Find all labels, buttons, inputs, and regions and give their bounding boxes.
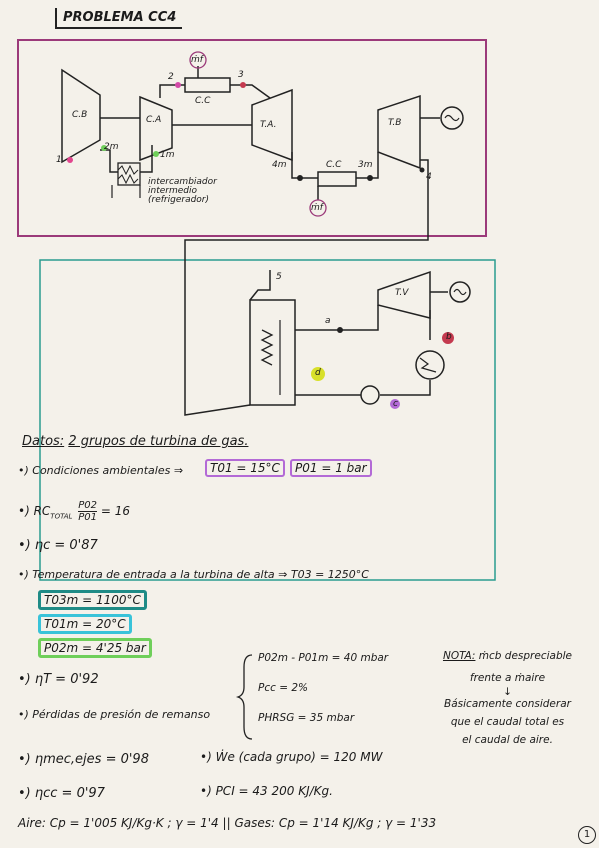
label-fuel-top: ṁf	[191, 55, 203, 65]
rc-line: •) RCTOTAL P02 P01 = 16	[18, 500, 130, 523]
t03-line: •) Temperatura de entrada a la turbina d…	[18, 568, 369, 581]
page-number: 1	[578, 826, 596, 844]
datos-header: Datos: 2 grupos de turbina de gas.	[22, 434, 249, 449]
nc-line: •) ηc = 0'87	[18, 538, 98, 553]
condenser-icon	[415, 350, 445, 380]
generator-top-icon	[440, 106, 464, 130]
label-4m: 4m	[272, 160, 287, 170]
gas-turbine-frame	[17, 39, 487, 237]
label-intercambiador: intercambiador intermedio (refrigerador)	[148, 177, 217, 205]
label-p3: 3	[238, 70, 244, 80]
label-p4: 4	[426, 172, 432, 182]
t03m-box: T03m = 1100°C	[38, 590, 147, 610]
p02m-box: P02m = 4'25 bar	[38, 638, 152, 658]
pci-line: •) PCI = 43 200 KJ/Kg.	[200, 784, 333, 798]
nt-line: •) ηT = 0'92	[18, 672, 99, 687]
we-line: •) Ẇe (cada grupo) = 120 MW	[200, 750, 383, 764]
label-3m: 3m	[358, 160, 373, 170]
nota-block: NOTA: ṁcb despreciable frente a ṁaire ↓ …	[442, 650, 573, 746]
problem-title: PROBLEMA CC4	[55, 8, 183, 29]
label-cb: C.B	[72, 110, 88, 120]
label-tb: T.B	[388, 118, 402, 128]
fuel-top-icon	[189, 51, 207, 69]
aire-gases-line: Aire: Cp = 1'005 KJ/Kg·K ; γ = 1'4 || Ga…	[18, 816, 437, 830]
label-tv: T.V	[395, 288, 409, 298]
steam-cycle-frame	[39, 259, 496, 581]
ncc-line: •) ηcc = 0'97	[18, 786, 105, 801]
label-cc-top: C.C	[195, 96, 211, 106]
condiciones-line: •) Condiciones ambientales ⇒	[18, 464, 184, 477]
t01m-box: T01m = 20°C	[38, 614, 132, 634]
p01-box: P01 = 1 bar	[290, 459, 372, 477]
label-1m: 1m	[160, 150, 175, 160]
label-ca: C.A	[146, 115, 162, 125]
hrsg-shape	[249, 299, 296, 406]
label-2m: 2m	[104, 142, 119, 152]
perdidas-line: •) Pérdidas de presión de remanso	[18, 708, 211, 721]
t01-box: T01 = 15°C	[205, 459, 285, 477]
intercooler-shape	[117, 162, 141, 186]
label-ta: T.A.	[260, 120, 277, 130]
label-pc: c	[393, 399, 398, 409]
perd-1: P02m - P01m = 40 mbar	[258, 652, 389, 664]
label-p1: 1	[56, 155, 62, 165]
label-pd: d	[315, 368, 321, 378]
fuel-mid-icon	[309, 199, 327, 217]
perd-3: PHRSG = 35 mbar	[258, 712, 355, 724]
nmec-line: •) ηmec,ejes = 0'98	[18, 752, 149, 767]
label-p2: 2	[168, 72, 174, 82]
perd-2: Pcc = 2%	[258, 682, 309, 694]
label-cc-mid: C.C	[326, 160, 342, 170]
combustor-mid-shape	[317, 171, 357, 187]
label-pb: b	[446, 332, 452, 342]
generator-tv-icon	[449, 281, 471, 303]
turbine-tb-shape	[377, 94, 421, 170]
label-fuel-mid: ṁf	[311, 203, 323, 213]
label-pa: a	[325, 316, 331, 326]
label-p5: 5	[276, 272, 282, 282]
compressor-cb-shape	[61, 68, 101, 164]
compressor-ca-shape	[139, 95, 173, 162]
